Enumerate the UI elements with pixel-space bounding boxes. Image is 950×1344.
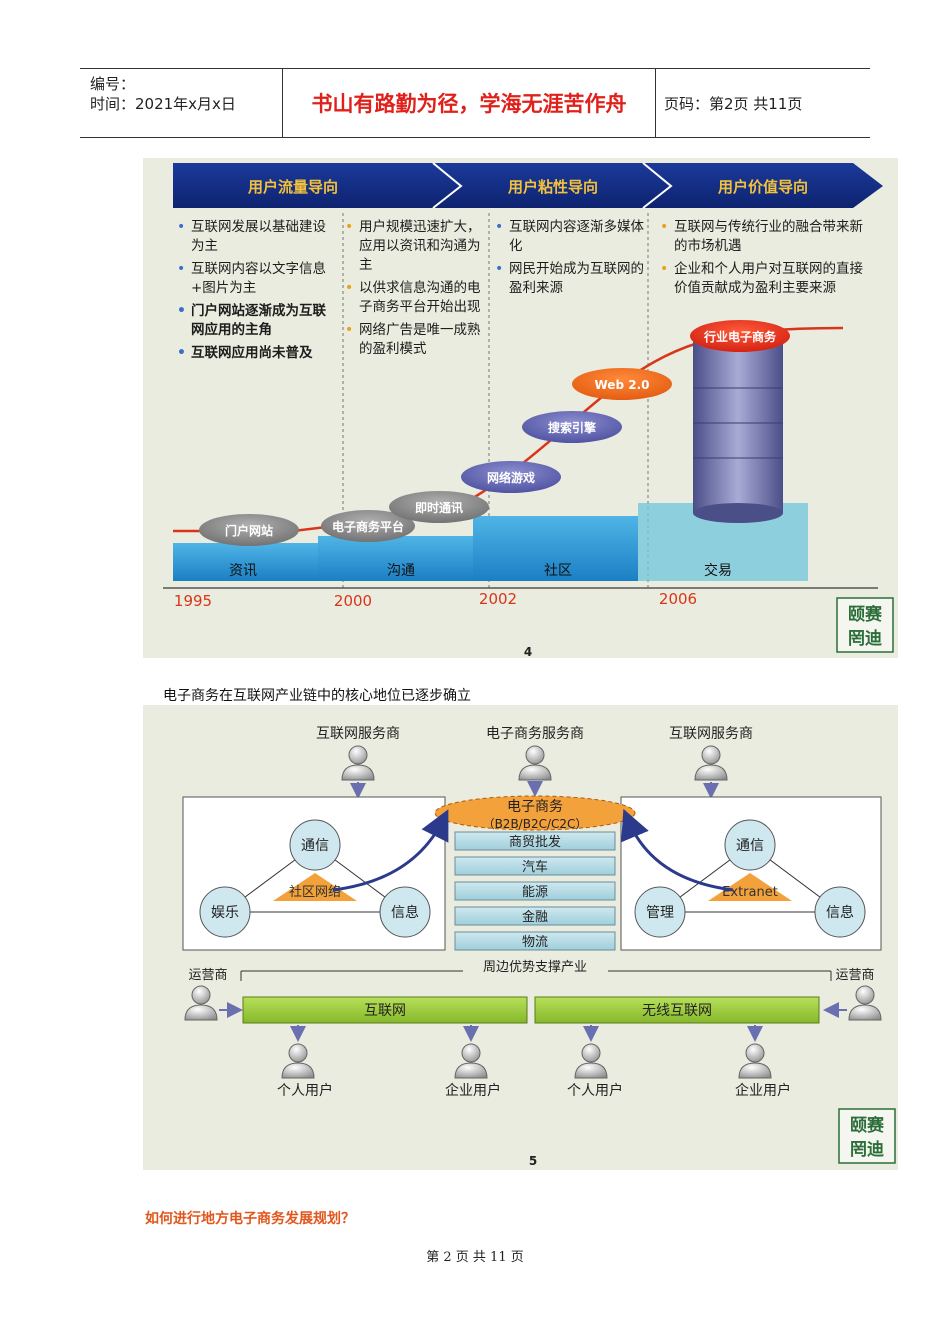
slide-ecommerce-chain: 互联网服务商 电子商务服务商 互联网服务商 电子商务 （B2B/B2C/C2C）… — [143, 705, 898, 1170]
stage-label-3: 用户价值导向 — [718, 178, 808, 196]
node-industry-ecommerce: 行业电子商务 — [703, 329, 777, 344]
list-item: 门户网站逐渐成为互联网应用的主角 — [175, 302, 335, 340]
person-icon — [574, 1043, 608, 1079]
platform-label-3: 社区 — [544, 563, 572, 579]
header-page-label: 页码：第2页 共11页 — [664, 94, 803, 113]
provider-label-2: 电子商务服务商 — [486, 726, 584, 742]
page-footer: 第 2 页 共 11 页 — [426, 1250, 524, 1265]
industry-energy: 能源 — [522, 885, 548, 900]
support-industries: 周边优势支撑产业 — [483, 959, 587, 975]
network-label-1: 互联网 — [364, 1003, 406, 1019]
time-label: 时间：2021年x月x日 — [90, 95, 236, 113]
year-2006: 2006 — [659, 590, 697, 608]
stage-arrow-3 — [643, 163, 883, 208]
svg-text:颐赛: 颐赛 — [850, 1115, 885, 1136]
slide2-caption: 电子商务在互联网产业链中的核心地位已逐步确立 — [163, 688, 471, 704]
node-search-engine: 搜索引擎 — [548, 420, 596, 435]
left-tri-left: 娱乐 — [211, 905, 239, 921]
platform-label-2: 沟通 — [387, 563, 415, 579]
platform-label-1: 资讯 — [229, 563, 257, 579]
left-tri-top: 通信 — [301, 838, 329, 854]
node-portal: 门户网站 — [225, 523, 273, 538]
stage1-bullets: 互联网发展以基础建设为主 互联网内容以文字信息+图片为主 门户网站逐渐成为互联网… — [175, 218, 335, 367]
year-2002: 2002 — [479, 590, 517, 608]
header-meta: 编号： 时间：2021年x月x日 — [80, 69, 283, 137]
list-item: 互联网内容逐渐多媒体化 — [493, 218, 648, 256]
left-tri-center: 社区网络 — [289, 884, 341, 900]
person-icon — [454, 1043, 488, 1079]
user-label-1: 个人用户 — [277, 1082, 333, 1099]
right-triangle — [708, 873, 792, 901]
ecommerce-title: 电子商务 — [507, 799, 563, 815]
node-online-games: 网络游戏 — [487, 470, 535, 485]
list-item: 互联网内容以文字信息+图片为主 — [175, 260, 335, 298]
network-wireless — [534, 996, 820, 1024]
code-label: 编号： — [90, 75, 136, 93]
stage-label-1: 用户流量导向 — [248, 178, 338, 196]
slide-internet-evolution: 用户流量导向 用户粘性导向 用户价值导向 资讯 沟通 社区 交易 1995 20… — [143, 158, 898, 658]
industry-bars — [454, 831, 616, 951]
list-item: 互联网与传统行业的融合带来新的市场机遇 — [658, 218, 863, 256]
stage2-bullets: 用户规模迅速扩大，应用以资讯和沟通为主 以供求信息沟通的电子商务平台开始出现 网… — [343, 218, 488, 363]
stage3-bullets: 互联网内容逐渐多媒体化 网民开始成为互联网的盈利来源 — [493, 218, 648, 302]
svg-text:罔迪: 罔迪 — [848, 628, 882, 649]
person-icon — [848, 985, 882, 1021]
industry-finance: 金融 — [522, 909, 548, 925]
left-triangle — [273, 873, 357, 901]
industry-wholesale: 商贸批发 — [509, 834, 561, 850]
right-tri-left: 管理 — [646, 905, 674, 921]
provider-label-1: 互联网服务商 — [316, 726, 400, 742]
provider-label-3: 互联网服务商 — [669, 726, 753, 742]
year-1995: 1995 — [174, 592, 212, 610]
slide2-graphics: 互联网服务商 电子商务服务商 互联网服务商 电子商务 （B2B/B2C/C2C）… — [182, 726, 896, 1168]
platform-community — [473, 516, 638, 581]
user-label-3: 个人用户 — [567, 1082, 623, 1099]
stage-label-2: 用户粘性导向 — [508, 178, 598, 196]
header-table: 编号： 时间：2021年x月x日 书山有路勤为径，学海无涯苦作舟 页码：第2页 … — [80, 68, 870, 138]
operator-right: 运营商 — [835, 968, 874, 983]
stage-arrow-1 — [173, 163, 461, 208]
right-tri-right: 信息 — [826, 904, 854, 921]
person-icon — [184, 985, 218, 1021]
industry-auto: 汽车 — [522, 859, 548, 875]
header-motto: 书山有路勤为径，学海无涯苦作舟 — [283, 69, 656, 137]
list-item: 互联网应用尚未普及 — [175, 344, 335, 363]
list-item: 互联网发展以基础建设为主 — [175, 218, 335, 256]
stage4-bullets: 互联网与传统行业的融合带来新的市场机遇 企业和个人用户对互联网的直接价值贡献成为… — [658, 218, 863, 302]
node-ecommerce-platform: 电子商务平台 — [332, 519, 404, 534]
person-icon — [341, 745, 375, 781]
svg-text:罔迪: 罔迪 — [850, 1139, 884, 1160]
person-icon — [518, 745, 552, 781]
person-icon — [738, 1043, 772, 1079]
person-icon — [694, 745, 728, 781]
list-item: 企业和个人用户对互联网的直接价值贡献成为盈利主要来源 — [658, 260, 863, 298]
slide1-graphics: 用户流量导向 用户粘性导向 用户价值导向 资讯 沟通 社区 交易 1995 20… — [163, 162, 894, 658]
platform-info — [173, 543, 318, 581]
year-2000: 2000 — [334, 592, 372, 610]
node-instant-messaging: 即时通讯 — [415, 500, 463, 515]
platform-label-4: 交易 — [704, 562, 732, 579]
user-label-4: 企业用户 — [735, 1082, 791, 1099]
industry-logistics: 物流 — [522, 935, 548, 950]
list-item: 网络广告是唯一成熟的盈利模式 — [343, 321, 488, 359]
node-web20: Web 2.0 — [595, 378, 650, 392]
operator-left: 运营商 — [188, 968, 227, 983]
network-internet — [242, 996, 528, 1024]
list-item: 用户规模迅速扩大，应用以资讯和沟通为主 — [343, 218, 488, 275]
left-tri-right: 信息 — [391, 904, 419, 921]
network-label-2: 无线互联网 — [642, 1003, 712, 1019]
stage-arrow-2 — [433, 163, 671, 208]
section-question: 如何进行地方电子商务发展规划？ — [145, 1211, 355, 1227]
right-tri-center: Extranet — [722, 885, 778, 900]
person-icon — [281, 1043, 315, 1079]
slide1-page-no: 4 — [524, 645, 532, 658]
user-label-2: 企业用户 — [445, 1082, 501, 1099]
slide2-page-no: 5 — [529, 1154, 537, 1168]
platform-communication — [318, 536, 473, 581]
ecommerce-subtitle: （B2B/B2C/C2C） — [483, 817, 588, 831]
svg-text:颐赛: 颐赛 — [848, 604, 883, 625]
list-item: 以供求信息沟通的电子商务平台开始出现 — [343, 279, 488, 317]
right-tri-top: 通信 — [736, 838, 764, 854]
list-item: 网民开始成为互联网的盈利来源 — [493, 260, 648, 298]
